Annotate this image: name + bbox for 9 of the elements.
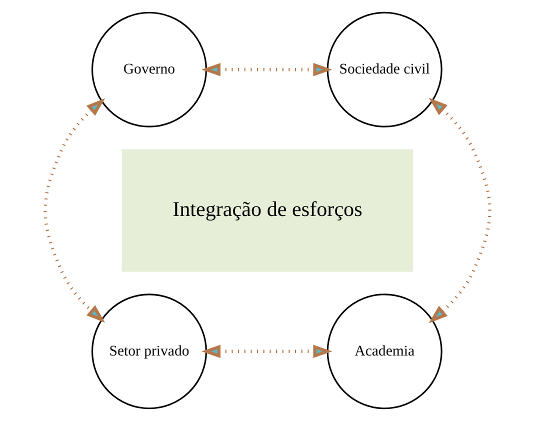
- node-box: Integração de esforços: [122, 149, 414, 272]
- node-circle: Sociedade civil: [326, 12, 442, 128]
- arrow: [428, 98, 492, 324]
- node-circle: Governo: [91, 12, 208, 128]
- arrow: [201, 344, 332, 358]
- node-circle: Setor privado: [91, 294, 208, 410]
- arrow: [201, 62, 332, 76]
- arrow: [44, 98, 106, 323]
- node-circle: Academia: [326, 294, 442, 410]
